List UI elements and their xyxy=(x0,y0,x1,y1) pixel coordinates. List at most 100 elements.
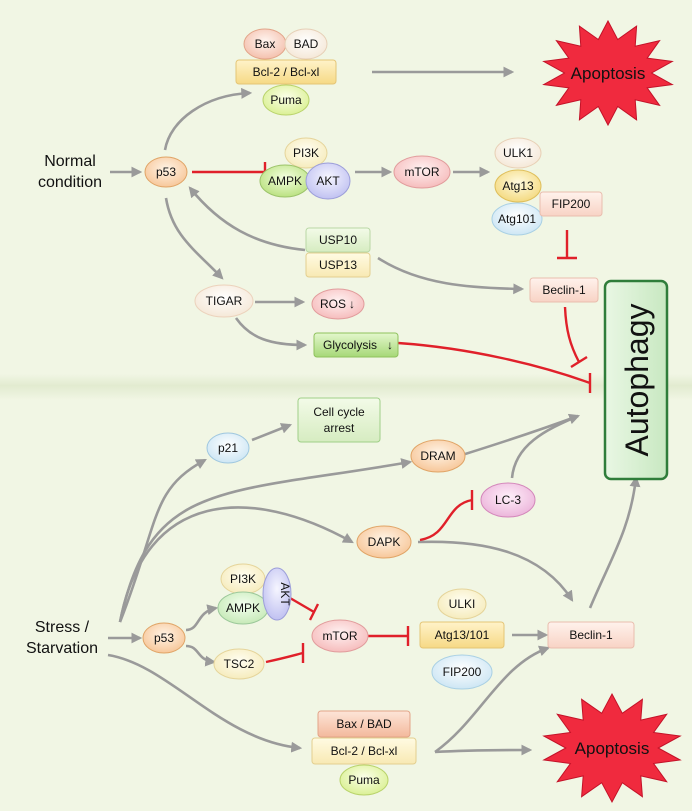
inhibit-glycolysis-to-autophagy xyxy=(397,341,592,393)
arrow-to-apoptosis-bottom xyxy=(434,744,533,756)
beclin-bottom-label: Beclin-1 xyxy=(569,628,613,642)
normal-condition-label-line2: condition xyxy=(38,174,102,191)
p53-top-label: p53 xyxy=(156,165,176,179)
arrow-p53-to-tigar xyxy=(164,197,224,280)
inhibit-dapk-to-lc3 xyxy=(419,490,474,542)
ros-down-arrow-icon: ↓ xyxy=(349,297,355,311)
stress-label-line1: Stress / xyxy=(35,619,90,636)
akt-bottom-label: AKT xyxy=(278,582,292,606)
puma-bottom-node xyxy=(339,764,389,796)
pi3k-top-label: PI3K xyxy=(293,146,319,160)
activation-arrows xyxy=(107,66,641,756)
ampk-top-label: AMPK xyxy=(268,174,302,188)
ulk1-top-node xyxy=(494,137,542,169)
mtor-top-label: mTOR xyxy=(404,165,439,179)
puma-top-node xyxy=(262,84,310,116)
bax-bad-bottom-box xyxy=(317,710,411,738)
puma-bottom-label: Puma xyxy=(348,773,380,787)
tigar-label: TIGAR xyxy=(206,294,243,308)
atg13-top-node xyxy=(494,169,542,203)
bad-top-label: BAD xyxy=(294,37,319,51)
glycolysis-box xyxy=(313,332,399,358)
inhibit-akt-to-mtor xyxy=(289,596,320,621)
dapk-node xyxy=(356,525,412,559)
fip200-bottom-label: FIP200 xyxy=(443,665,482,679)
lc3-label: LC-3 xyxy=(495,493,521,507)
atg101-top-label: Atg101 xyxy=(498,212,536,226)
usp13-label: USP13 xyxy=(319,258,357,272)
inhibit-fip200-to-beclin xyxy=(557,230,577,260)
top-pathway-nodes: p53 Bax BAD Bcl-2 / Bcl-xl Puma PI3K AMP… xyxy=(144,28,603,358)
mtor-top-node xyxy=(393,155,451,189)
arrow-beclin-to-autophagy xyxy=(588,475,641,609)
beclin-top-label: Beclin-1 xyxy=(542,283,586,297)
beclin-bottom-box xyxy=(547,621,635,649)
arrow-p53-to-ampk xyxy=(185,604,219,632)
beclin-top-box xyxy=(529,277,599,303)
arrow-p53-to-apoptosis-regulators xyxy=(163,87,253,151)
normal-condition-label-line1: Normal xyxy=(44,153,96,170)
bad-top-node xyxy=(284,28,328,60)
arrow-usp-to-p53 xyxy=(188,186,306,252)
fip200-top-box xyxy=(539,191,603,217)
bax-top-label: Bax xyxy=(255,37,276,51)
ros-label: ROS xyxy=(320,297,346,311)
inhibit-mtor-to-ulk xyxy=(368,626,410,646)
bcl2-bottom-box xyxy=(311,737,417,765)
bcl2-bottom-label: Bcl-2 / Bcl-xl xyxy=(331,744,398,758)
arrow-stress-to-dapk xyxy=(118,506,354,623)
ulk1-top-label: ULK1 xyxy=(503,146,533,160)
ampk-bottom-label: AMPK xyxy=(226,601,260,615)
p53-bottom-node xyxy=(142,622,186,654)
arrow-stress-to-p21 xyxy=(118,458,207,623)
arrow-p21-to-cell-cycle-arrest xyxy=(251,423,293,442)
usp13-box xyxy=(305,252,371,278)
autophagy-box xyxy=(603,279,669,481)
arrow-dapk-to-beclin xyxy=(417,540,574,602)
p53-bottom-label: p53 xyxy=(154,631,174,645)
arrow-stress-to-apoptosis-regulators xyxy=(107,653,303,753)
pi3k-top-node xyxy=(284,137,328,169)
mtor-bottom-node xyxy=(311,619,369,653)
arrow-regulators-to-beclin xyxy=(434,645,551,754)
apoptosis-top-burst xyxy=(542,19,674,127)
p21-node xyxy=(206,432,250,464)
akt-top-label: AKT xyxy=(316,174,340,188)
usp10-label: USP10 xyxy=(319,233,357,247)
stress-label-line2: Starvation xyxy=(26,640,98,657)
bottom-pathway-nodes: Cell cycle arrest p21 DRAM LC-3 DAPK p53… xyxy=(142,397,635,796)
ros-node xyxy=(311,288,365,320)
glycolysis-label: Glycolysis xyxy=(323,338,377,352)
atg13-101-label: Atg13/101 xyxy=(435,628,490,642)
dram-label: DRAM xyxy=(420,449,455,463)
akt-bottom-node xyxy=(262,567,292,621)
tsc2-node xyxy=(213,648,265,680)
apoptosis-bottom-label: Apoptosis xyxy=(575,739,650,758)
section-divider xyxy=(0,374,692,400)
fip200-top-label: FIP200 xyxy=(552,197,591,211)
cell-cycle-arrest-box xyxy=(297,397,381,443)
glycolysis-down-arrow-icon: ↓ xyxy=(387,338,393,352)
atg101-top-node xyxy=(491,202,543,236)
lc3-node xyxy=(480,482,536,518)
fip200-bottom-node xyxy=(431,654,493,690)
atg13-101-box xyxy=(419,621,505,649)
tigar-node xyxy=(194,284,254,318)
inhibit-beclin-to-autophagy xyxy=(563,306,588,369)
ulki-node xyxy=(437,588,487,620)
akt-top-node xyxy=(305,162,351,200)
bax-bad-bottom-label: Bax / BAD xyxy=(336,717,392,731)
bcl2-top-label: Bcl-2 / Bcl-xl xyxy=(253,65,320,79)
apoptosis-bottom-burst xyxy=(542,692,682,804)
apoptosis-top-label: Apoptosis xyxy=(571,64,646,83)
mtor-bottom-label: mTOR xyxy=(322,629,357,643)
ulki-label: ULKI xyxy=(449,597,476,611)
pi3k-bottom-label: PI3K xyxy=(230,572,256,586)
atg13-top-label: Atg13 xyxy=(502,179,534,193)
puma-top-label: Puma xyxy=(270,93,302,107)
dapk-label: DAPK xyxy=(368,535,401,549)
arrow-lc3-to-autophagy xyxy=(510,414,579,479)
inhibition-lines xyxy=(192,162,592,664)
